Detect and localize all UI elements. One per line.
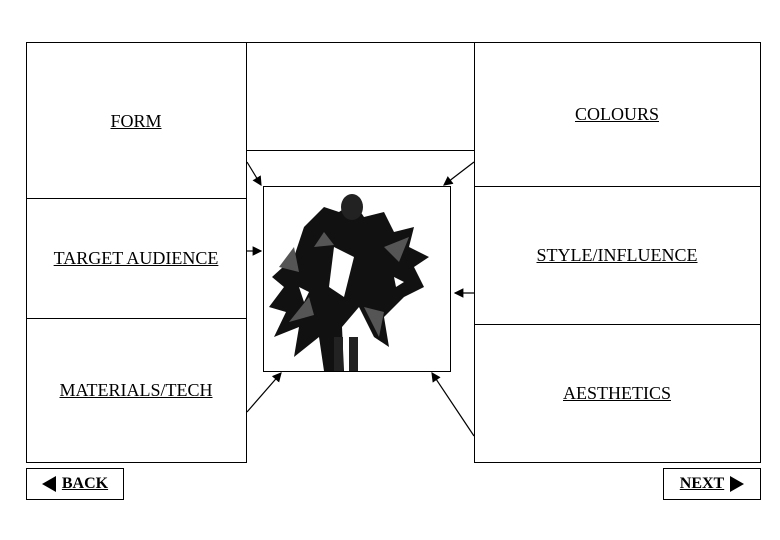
- style-influence-link[interactable]: STYLE/INFLUENCE: [536, 245, 698, 265]
- back-button[interactable]: BACK: [26, 468, 124, 500]
- next-button-label: NEXT: [679, 475, 725, 492]
- fashion-photo: [263, 186, 451, 372]
- target-audience-link[interactable]: TARGET AUDIENCE: [53, 248, 219, 268]
- colours-panel: [474, 42, 761, 187]
- next-button[interactable]: NEXT: [663, 468, 761, 500]
- arrow-form: [246, 161, 262, 187]
- target-audience-panel: [26, 198, 247, 319]
- arrow-aesthetics: [431, 372, 475, 437]
- aesthetics-link[interactable]: AESTHETICS: [563, 383, 671, 403]
- next-arrow-icon: [730, 476, 745, 492]
- form-panel: [26, 42, 247, 199]
- back-button-label: BACK: [61, 475, 109, 492]
- arrow-colours: [443, 161, 475, 186]
- center-top-panel: [246, 42, 475, 151]
- aesthetics-panel: [474, 324, 761, 463]
- materials-tech-panel: [26, 318, 247, 463]
- colours-link[interactable]: COLOURS: [574, 104, 660, 124]
- back-arrow-icon: [41, 476, 56, 492]
- materials-tech-link[interactable]: MATERIALS/TECH: [59, 380, 213, 400]
- arrow-materials: [246, 372, 282, 413]
- fashion-figure-image: [269, 194, 429, 371]
- style-influence-panel: [474, 186, 761, 325]
- form-link[interactable]: FORM: [110, 111, 162, 131]
